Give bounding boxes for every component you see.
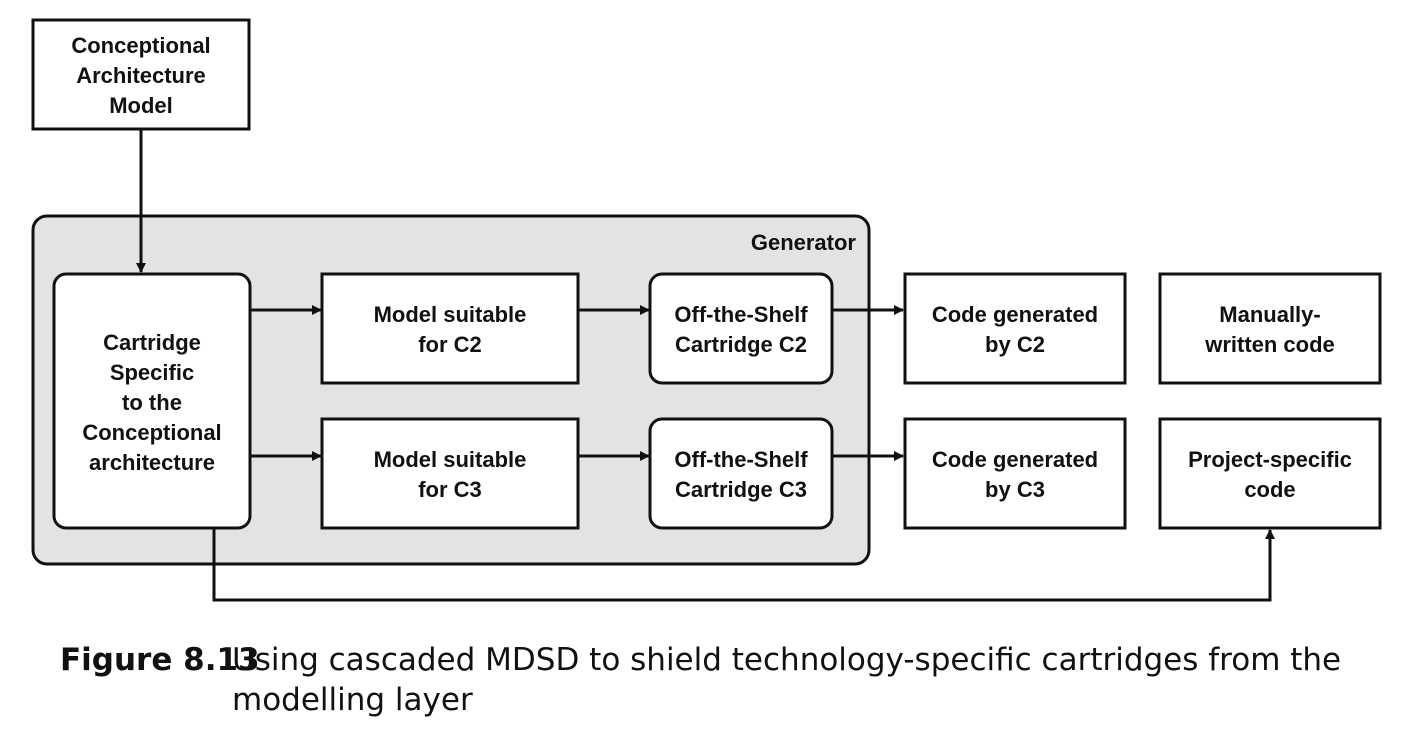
node-label-line: Model suitable xyxy=(374,447,527,472)
code-c3-box: Code generated by C3 xyxy=(903,417,1127,530)
project-code-box: Project-specific code xyxy=(1158,417,1382,530)
code-c2-box: Code generated by C2 xyxy=(903,272,1127,385)
node-label-line: for C2 xyxy=(418,332,482,357)
node-label-line: Manually- xyxy=(1219,302,1320,327)
model-c2-box: Model suitable for C2 xyxy=(320,272,580,385)
node-label-line: by C2 xyxy=(985,332,1045,357)
node-label-line: Conceptional xyxy=(71,33,210,58)
node-label-line: written code xyxy=(1204,332,1335,357)
node-label-line: Cartridge C3 xyxy=(675,477,807,502)
generator-label: Generator xyxy=(751,230,857,255)
model-c3-box: Model suitable for C3 xyxy=(320,417,580,530)
node-label-line: by C3 xyxy=(985,477,1045,502)
node-label-line: Architecture xyxy=(76,63,206,88)
code-c2-label: Code generated by C2 xyxy=(932,302,1098,357)
node-label-line: Off-the-Shelf xyxy=(674,302,808,327)
caption-label: Figure 8.13 xyxy=(60,642,260,678)
project-code-label: Project-specific code xyxy=(1188,447,1352,502)
node-label-line: Off-the-Shelf xyxy=(674,447,808,472)
edges xyxy=(136,129,1275,602)
node-label-line: Model suitable xyxy=(374,302,527,327)
node-label-line: to the xyxy=(122,390,182,415)
node-label-line: architecture xyxy=(89,450,215,475)
node-label-line: Project-specific xyxy=(1188,447,1352,472)
node-label-line: Code generated xyxy=(932,447,1098,472)
node-label-line: Specific xyxy=(110,360,194,385)
node-label-line: Conceptional xyxy=(82,420,221,445)
manual-code-box: Manually-written code xyxy=(1158,272,1382,385)
node-label-line: for C3 xyxy=(418,477,482,502)
node-label-line: code xyxy=(1244,477,1295,502)
caption-text: Using cascaded MDSD to shield technology… xyxy=(232,642,1342,718)
node-label-line: Cartridge C2 xyxy=(675,332,807,357)
node-label-line: Code generated xyxy=(932,302,1098,327)
model-c3-label: Model suitable for C3 xyxy=(374,447,527,502)
node-label-line: Model xyxy=(109,93,173,118)
manual-code-label: Manually-written code xyxy=(1204,302,1335,357)
node-label-line: Cartridge xyxy=(103,330,201,355)
code-c3-label: Code generated by C3 xyxy=(932,447,1098,502)
model-c2-label: Model suitable for C2 xyxy=(374,302,527,357)
edge-cartridge-to-project-code xyxy=(212,528,1275,602)
